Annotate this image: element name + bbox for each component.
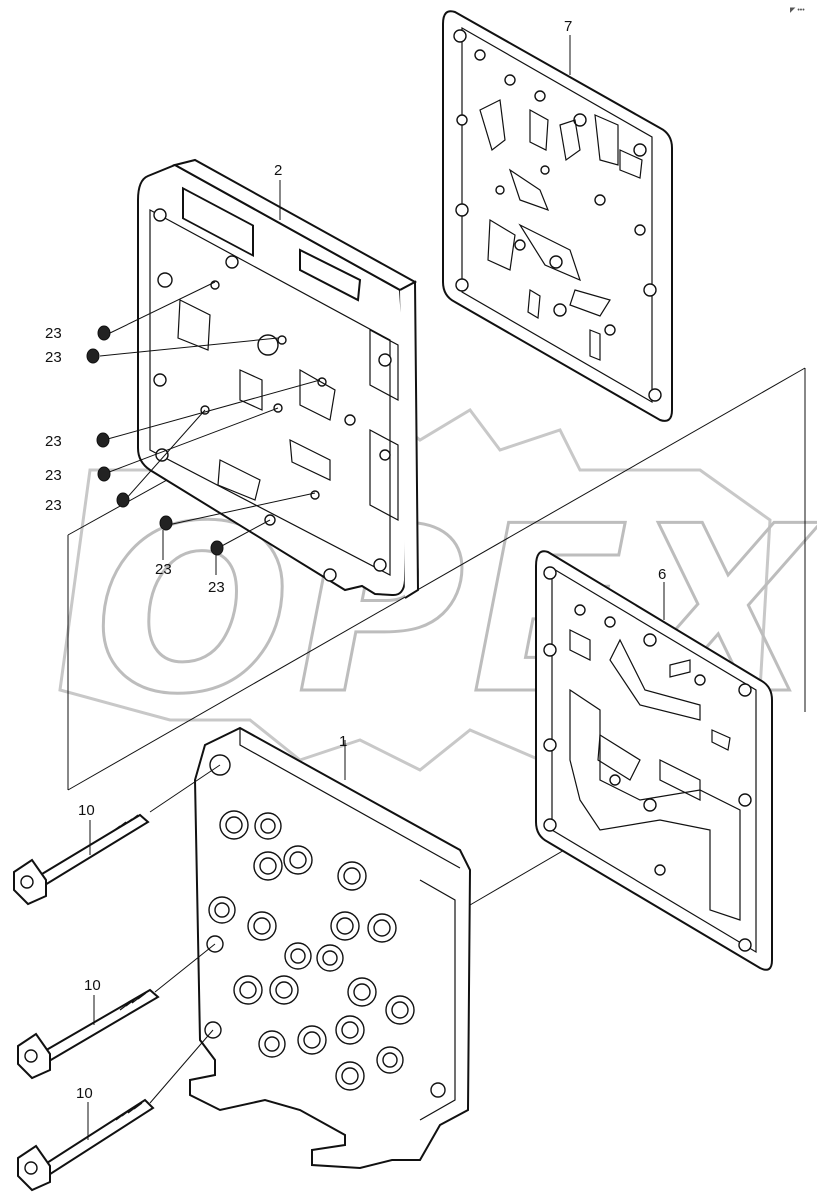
bolt-icon — [17, 988, 160, 1080]
callout-o-ring: 23 — [208, 579, 225, 596]
callout-o-ring: 23 — [45, 497, 62, 514]
o-ring-icon — [116, 492, 130, 508]
callout-o-ring: 23 — [45, 467, 62, 484]
callout-labels: 7 2 6 1 23 23 23 23 23 23 23 10 10 10 — [45, 18, 666, 1102]
valve-body-2 — [137, 158, 420, 599]
bolt-icon — [13, 813, 150, 906]
callout-part-6: 6 — [658, 566, 666, 583]
part-leaders — [87, 35, 665, 1140]
o-ring-icon — [97, 466, 111, 482]
callout-o-ring: 23 — [155, 561, 172, 578]
o-ring-icon — [96, 432, 110, 448]
callout-part-2: 2 — [274, 162, 282, 179]
o-ring-icon — [210, 540, 224, 556]
callout-part-7: 7 — [564, 18, 572, 35]
separator-plate-6 — [535, 550, 773, 971]
valve-housing-1 — [189, 726, 472, 1170]
o-rings-23 — [86, 281, 321, 556]
o-ring-icon — [97, 325, 111, 341]
callout-part-1: 1 — [339, 733, 347, 750]
callout-o-ring: 23 — [45, 433, 62, 450]
callout-bolt: 10 — [84, 977, 101, 994]
o-ring-icon — [86, 348, 100, 364]
callout-bolt: 10 — [78, 802, 95, 819]
callout-o-ring: 23 — [45, 349, 62, 366]
corner-mark: ◤ ••• — [790, 7, 805, 14]
separator-plate-7 — [442, 10, 673, 422]
callout-o-ring: 23 — [45, 325, 62, 342]
callout-bolt: 10 — [76, 1085, 93, 1102]
o-ring-icon — [159, 515, 173, 531]
bolts-10 — [13, 764, 221, 1192]
bolt-icon — [17, 1098, 155, 1192]
